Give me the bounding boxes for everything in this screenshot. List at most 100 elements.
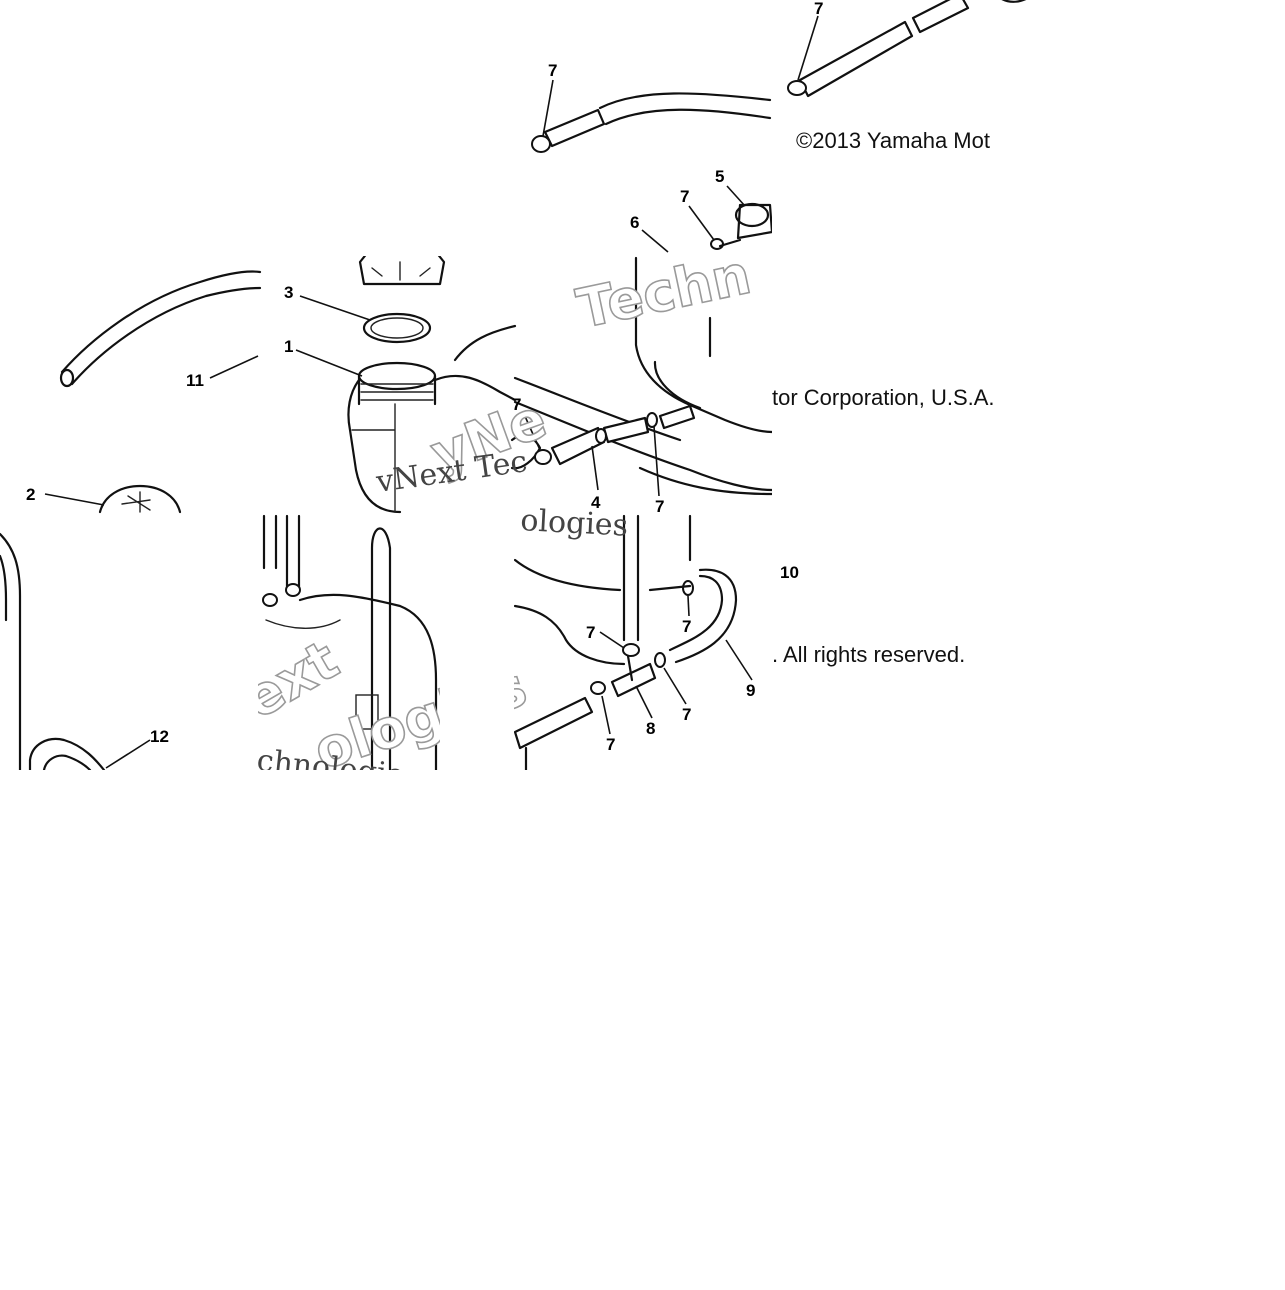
tile-gap	[440, 514, 514, 770]
leader-line	[653, 425, 660, 497]
upper-hose-segment-1	[798, 20, 914, 98]
vertical-tube-b	[285, 514, 301, 592]
part-number-7: 7	[682, 705, 691, 724]
upper-tube-top-edge	[598, 92, 772, 110]
tile-gap	[0, 0, 515, 256]
hose-clamp-icon	[285, 583, 301, 597]
hose-12-group	[0, 532, 106, 772]
hose-clamp-icon	[534, 449, 552, 465]
leader-lines	[44, 185, 753, 769]
tile-gap	[1028, 0, 1285, 160]
leader-line	[663, 667, 687, 705]
leader-line	[523, 413, 541, 451]
lower-tank-top-edge	[513, 558, 692, 592]
leader-line	[542, 79, 554, 137]
leader-line	[726, 185, 746, 207]
tank-body-seams	[351, 403, 396, 513]
o-ring-icon	[362, 312, 432, 344]
warning-label-icon	[355, 694, 379, 730]
part-number-11: 11	[186, 371, 204, 390]
hose-vertical	[622, 514, 640, 642]
part-number-3: 3	[284, 283, 293, 302]
left-tube-outer	[0, 532, 22, 772]
hose-4-group	[534, 404, 696, 466]
tank-6-inner-edge	[653, 360, 702, 410]
hose-clamp-icon	[787, 80, 807, 96]
frame-rail-lower	[513, 400, 774, 492]
part-number-7: 7	[606, 735, 615, 754]
radiator-cap-markings	[121, 491, 151, 513]
upper-hose-group	[531, 0, 1027, 153]
tile-gap	[0, 770, 1285, 1285]
radiator-cap-group	[98, 484, 182, 514]
part-number-2: 2	[26, 485, 35, 504]
tall-tube	[370, 527, 392, 772]
leader-line	[635, 685, 653, 719]
hose-11-bottom-edge	[70, 286, 262, 386]
hose-11-group	[59, 270, 262, 388]
frame-rail-top	[513, 376, 682, 442]
leader-line	[601, 695, 611, 735]
part-number-12: 12	[150, 727, 169, 746]
upper-tube-bottom-edge	[604, 108, 772, 126]
leader-line	[797, 15, 819, 81]
part-number-4: 4	[591, 493, 601, 512]
o-ring-inner-edge	[370, 317, 424, 339]
left-tube-inner	[0, 554, 8, 622]
part-number-7: 7	[655, 497, 664, 516]
fitting-5-stub	[718, 238, 742, 248]
part-number-7: 7	[682, 617, 691, 636]
part-number-5: 5	[715, 167, 724, 186]
hose-9-inner	[674, 568, 738, 664]
radiator-cap-icon	[98, 484, 182, 514]
part-number-8: 8	[646, 719, 655, 738]
leader-line	[599, 631, 625, 649]
part-number-1: 1	[284, 337, 293, 356]
hose-clamp-icon	[622, 643, 640, 657]
part-number-9: 9	[746, 681, 755, 700]
tile-gap	[772, 160, 1285, 770]
lower-tank-group	[262, 514, 438, 772]
left-upper-hose-segment	[543, 108, 606, 148]
part-number-7: 7	[586, 623, 595, 642]
hose-8-branch	[626, 654, 634, 682]
leader-line	[209, 355, 259, 379]
leader-line	[687, 595, 690, 617]
copyright-line-3: . All rights reserved.	[772, 642, 965, 667]
frame-rail-bottom	[638, 466, 774, 496]
lower-tank-curve	[513, 604, 626, 666]
hose-9-outer	[668, 574, 724, 652]
hose-4-segment-2	[602, 416, 650, 444]
leader-line	[641, 229, 669, 253]
hose-clamp-icon	[682, 580, 694, 596]
tank-neck-threads	[360, 383, 434, 401]
leader-line	[591, 445, 599, 491]
part-number-10: 10	[780, 563, 799, 582]
vertical-tube-a	[262, 514, 278, 570]
hose-12-outer	[28, 737, 106, 772]
lower-tank-cap-edge	[265, 619, 341, 629]
hose-clamp-icon	[654, 652, 666, 668]
watermark-text: Techn	[572, 243, 756, 341]
copyright-line-1: ©2013 Yamaha Mot	[796, 128, 990, 153]
leader-line	[688, 205, 715, 241]
leader-line	[299, 295, 371, 321]
part-number-7: 7	[814, 0, 823, 18]
hose-clamp-icon	[590, 681, 606, 695]
hose-11-end	[59, 368, 75, 388]
right-tank-group	[513, 202, 774, 496]
part-number-7: 7	[512, 395, 521, 414]
part-number-7: 7	[548, 61, 557, 80]
lower-tank-outline	[298, 593, 438, 772]
part-number-7: 7	[680, 187, 689, 206]
tank-neck-top	[357, 361, 437, 391]
hose-clamp-icon	[531, 135, 551, 153]
cap-grip-ridges	[371, 261, 431, 281]
part-number-6: 6	[630, 213, 639, 232]
hose-clamp-icon	[262, 593, 278, 607]
leader-line	[295, 349, 363, 377]
upper-fitting-edge	[1001, 0, 1027, 3]
hose-clamp-icon	[646, 412, 658, 428]
